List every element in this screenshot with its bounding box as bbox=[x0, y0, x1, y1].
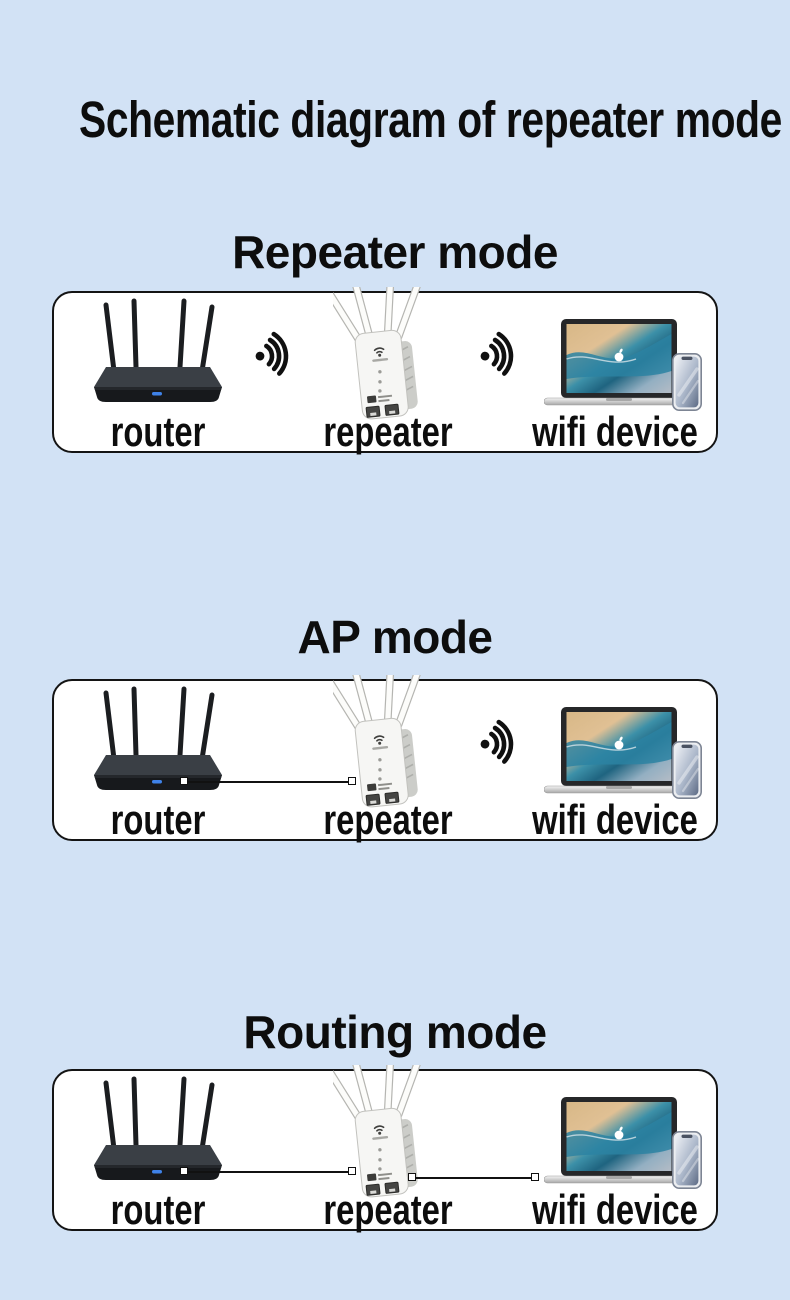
ethernet-cable-connector bbox=[408, 1173, 539, 1181]
ethernet-cable-connector bbox=[180, 777, 356, 785]
repeater-label: repeater bbox=[323, 796, 453, 843]
diagram-box-routing-mode: router repeater wifi device bbox=[52, 1069, 718, 1231]
wifi-device-label: wifi device bbox=[532, 1186, 698, 1233]
diagram-box-ap-mode: router repeater wifi device bbox=[52, 679, 718, 841]
repeater-label: repeater bbox=[323, 408, 453, 455]
section-title-repeater-mode: Repeater mode bbox=[232, 226, 558, 278]
smartphone-illustration bbox=[672, 1131, 702, 1189]
section-title-routing-mode: Routing mode bbox=[243, 1006, 547, 1058]
router-illustration bbox=[88, 1075, 228, 1185]
diagram-box-repeater-mode: router repeater wifi device bbox=[52, 291, 718, 453]
page-title: Schematic diagram of repeater mode bbox=[79, 91, 782, 148]
router-label: router bbox=[110, 1186, 206, 1233]
router-illustration bbox=[88, 685, 228, 795]
router-label: router bbox=[110, 408, 206, 455]
router-label: router bbox=[110, 796, 206, 843]
wifi-signal-icon bbox=[252, 329, 296, 383]
wifi-signal-icon bbox=[477, 329, 521, 383]
repeater-illustration bbox=[333, 1065, 443, 1205]
repeater-illustration bbox=[333, 675, 443, 815]
smartphone-illustration bbox=[672, 741, 702, 799]
repeater-illustration bbox=[333, 287, 443, 427]
smartphone-illustration bbox=[672, 353, 702, 411]
section-title-ap-mode: AP mode bbox=[297, 611, 493, 663]
ethernet-cable-connector bbox=[180, 1167, 356, 1175]
wifi-device-label: wifi device bbox=[532, 796, 698, 843]
repeater-label: repeater bbox=[323, 1186, 453, 1233]
router-illustration bbox=[88, 297, 228, 407]
wifi-signal-icon bbox=[477, 717, 521, 771]
wifi-device-label: wifi device bbox=[532, 408, 698, 455]
